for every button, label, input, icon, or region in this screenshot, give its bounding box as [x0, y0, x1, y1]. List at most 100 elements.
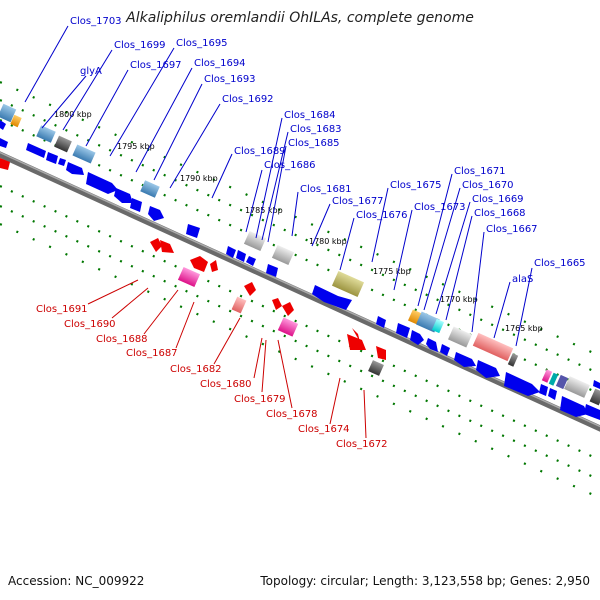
- gene-arrow: [58, 158, 66, 166]
- gene-block: [140, 180, 160, 198]
- gene-arrow: [539, 384, 548, 396]
- gene-label: Clos_1677: [332, 196, 384, 207]
- gene-arrow: [376, 316, 386, 328]
- gene-label: Clos_1671: [454, 166, 506, 177]
- forward-genes: [0, 120, 600, 420]
- genome-title: Alkaliphilus oremlandii OhILAs, complete…: [126, 10, 474, 26]
- gene-block: [564, 376, 590, 398]
- gene-arrow: [244, 282, 256, 296]
- gene-label: Clos_1680: [200, 379, 252, 390]
- gene-label: Clos_1670: [462, 180, 514, 191]
- forward-labels: Clos_1703 Clos_1699 Clos_1695 glyA Clos_…: [24, 16, 586, 347]
- gene-arrow: [246, 256, 256, 266]
- gene-label: Clos_1678: [266, 409, 318, 420]
- gene-label: Clos_1697: [130, 60, 182, 71]
- gene-label: Clos_1675: [390, 180, 442, 191]
- gene-arrow: [130, 198, 142, 212]
- gene-arrow: [86, 172, 118, 194]
- gene-arrow: [0, 158, 10, 170]
- gene-arrow: [376, 346, 386, 360]
- gene-block: [10, 114, 22, 128]
- gene-arrow: [347, 334, 366, 350]
- gene-label: Clos_1689: [234, 146, 286, 157]
- gene-arrow: [584, 404, 600, 420]
- gene-block: [231, 296, 247, 314]
- gene-label: Clos_1673: [414, 202, 466, 213]
- gene-block: [448, 326, 472, 348]
- gene-block: [271, 244, 295, 266]
- gene-label: Clos_1667: [486, 224, 538, 235]
- gene-block: [541, 369, 553, 383]
- gene-arrow: [148, 206, 164, 221]
- gene-label: Clos_1665: [534, 258, 586, 269]
- gene-label: Clos_1683: [290, 124, 342, 135]
- gene-arrow: [476, 360, 500, 378]
- gene-label: Clos_1686: [264, 160, 316, 171]
- gene-label: Clos_1694: [194, 58, 246, 69]
- gene-arrow: [593, 380, 600, 389]
- gene-arrow: [26, 143, 46, 158]
- gene-block: [54, 135, 72, 153]
- gene-block: [243, 230, 267, 252]
- gene-block: [507, 353, 519, 367]
- gene-arrow: [410, 330, 424, 345]
- gene-block: [548, 372, 559, 386]
- gene-block: [72, 144, 96, 164]
- kbp-marker: 1780 kbp: [309, 237, 347, 246]
- gene-label: Clos_1685: [288, 138, 340, 149]
- gene-block: [431, 318, 445, 334]
- gene-arrow: [210, 260, 218, 272]
- reverse-genes: [0, 158, 386, 360]
- gene-arrow: [504, 372, 540, 396]
- gene-block: [277, 317, 299, 337]
- gene-block: [0, 103, 17, 123]
- gene-arrow: [396, 323, 410, 338]
- gene-label: Clos_1676: [356, 210, 408, 221]
- gene-arrow: [272, 298, 282, 310]
- gene-label: Clos_1687: [126, 348, 178, 359]
- gene-label: Clos_1693: [204, 74, 256, 85]
- gene-label: Clos_1691: [36, 304, 88, 315]
- kbp-marker: 1775 kbp: [373, 267, 411, 276]
- highlight-genes: [0, 103, 600, 406]
- gene-arrow: [150, 238, 162, 252]
- accession-text: Accession: NC_009922: [8, 574, 145, 588]
- gene-arrow: [282, 302, 294, 316]
- gene-arrow: [0, 138, 8, 148]
- gene-block: [472, 332, 514, 362]
- genome-stats-text: Topology: circular; Length: 3,123,558 bp…: [260, 574, 590, 588]
- gene-block: [555, 374, 569, 390]
- gene-arrow: [46, 152, 58, 164]
- gene-arrow: [548, 388, 557, 400]
- gene-arrow: [312, 285, 352, 310]
- gene-label: Clos_1703: [70, 16, 122, 27]
- gene-arrow: [66, 162, 84, 175]
- gene-label: alaS: [512, 274, 533, 285]
- kbp-marker: 1765 kbp: [505, 324, 543, 333]
- gene-label: Clos_1688: [96, 334, 148, 345]
- gene-arrow: [454, 352, 476, 367]
- gene-label: Clos_1674: [298, 424, 350, 435]
- kbp-marker: 1785 kbp: [245, 206, 283, 215]
- kbp-marker: 1790 kbp: [180, 174, 218, 183]
- gene-label: Clos_1682: [170, 364, 222, 375]
- gene-arrow: [426, 338, 438, 352]
- gene-arrow: [226, 246, 236, 258]
- gene-label: Clos_1668: [474, 208, 526, 219]
- gene-block: [177, 266, 201, 288]
- gene-label: Clos_1699: [114, 40, 166, 51]
- gene-label: Clos_1672: [336, 439, 388, 450]
- gene-label: Clos_1669: [472, 194, 524, 205]
- gene-arrow: [266, 264, 278, 277]
- gene-block: [589, 388, 600, 406]
- gene-label: Clos_1681: [300, 184, 352, 195]
- kbp-marker: 1770 kbp: [440, 295, 478, 304]
- gene-label: Clos_1679: [234, 394, 286, 405]
- tick-rows: [0, 80, 600, 500]
- gene-label: Clos_1695: [176, 38, 228, 49]
- gene-arrow: [236, 250, 246, 262]
- gene-arrow: [440, 344, 450, 356]
- gene-arrow: [186, 224, 200, 238]
- gene-block: [331, 270, 365, 298]
